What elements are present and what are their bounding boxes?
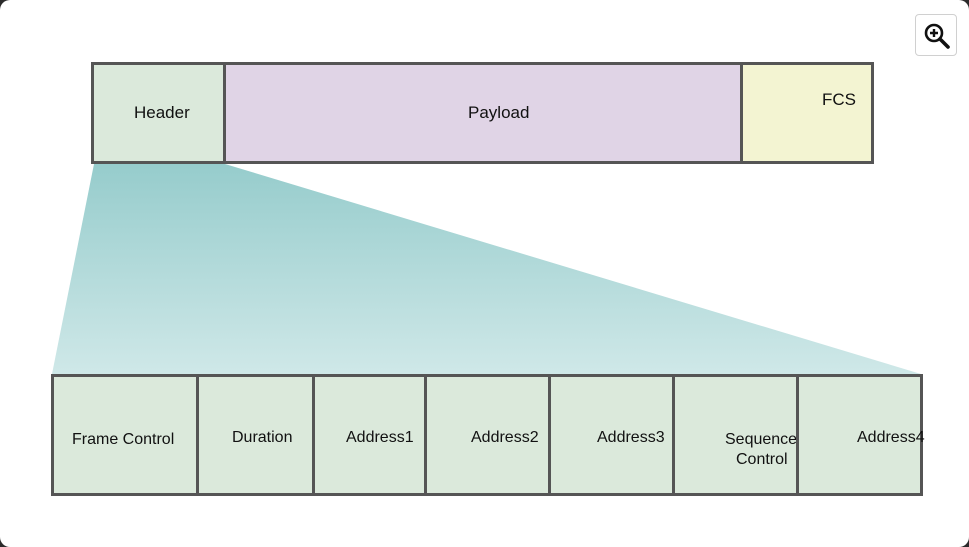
field-address1: Address1 bbox=[312, 374, 428, 496]
field-address3: Address3 bbox=[548, 374, 676, 496]
field-frame-control: Frame Control bbox=[51, 374, 200, 496]
zoom-in-icon bbox=[924, 23, 950, 49]
field-sequence-control-line1: Sequence bbox=[725, 431, 798, 448]
frame-payload-segment: Payload bbox=[223, 62, 744, 164]
zoom-in-button[interactable] bbox=[915, 14, 957, 56]
field-duration: Duration bbox=[196, 374, 316, 496]
field-address2-label: Address2 bbox=[471, 429, 539, 446]
field-sequence-control-line2: Control bbox=[736, 451, 788, 468]
field-address3-label: Address3 bbox=[597, 429, 665, 446]
frame-fcs-label: FCS bbox=[822, 90, 856, 109]
frame-header-label: Header bbox=[134, 103, 190, 122]
field-frame-control-label: Frame Control bbox=[72, 431, 175, 448]
field-address4-label: Address4 bbox=[857, 429, 925, 446]
frame-header-segment: Header bbox=[91, 62, 227, 164]
frame-fcs-segment: FCS bbox=[740, 62, 874, 164]
field-duration-label: Duration bbox=[232, 429, 293, 446]
field-address1-label: Address1 bbox=[346, 429, 414, 446]
field-address4: Address4 bbox=[796, 374, 925, 496]
field-sequence-control: Sequence Control bbox=[672, 374, 800, 496]
frame-payload-label: Payload bbox=[468, 103, 530, 122]
field-address2: Address2 bbox=[424, 374, 552, 496]
